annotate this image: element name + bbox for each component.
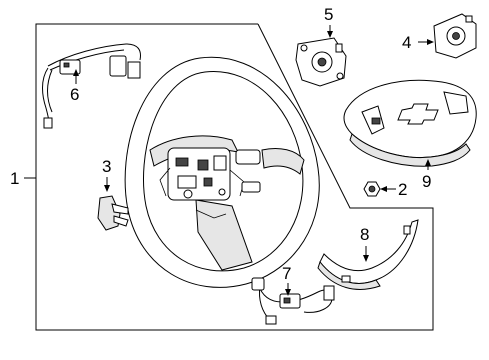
callout-3: 3	[102, 157, 111, 176]
callout-8: 8	[360, 225, 369, 244]
arrow-7	[285, 289, 291, 296]
arrow-5	[327, 31, 333, 38]
arrow-2	[380, 186, 387, 192]
lower-trim-bezel	[317, 219, 419, 290]
callout-2: 2	[398, 180, 407, 199]
callout-6: 6	[70, 85, 79, 104]
steering-wheel	[124, 56, 320, 288]
callout-5: 5	[324, 5, 333, 24]
arrow-3	[104, 185, 110, 192]
callout-9: 9	[422, 172, 431, 191]
arrow-6	[73, 69, 79, 76]
trim-bezel	[97, 195, 129, 231]
arrow-8	[363, 255, 369, 262]
airbag-cover	[343, 79, 477, 167]
wiring-connector	[251, 277, 335, 325]
assembly-boundary	[35, 23, 434, 331]
arrow-9	[425, 159, 431, 166]
bolt	[363, 181, 381, 197]
arrow-4	[427, 39, 434, 45]
callout-1: 1	[10, 169, 19, 188]
callout-7: 7	[282, 264, 291, 283]
wiring-harness	[42, 43, 141, 129]
callout-4: 4	[402, 33, 411, 52]
switch	[433, 13, 477, 59]
switch-assembly	[295, 37, 347, 87]
